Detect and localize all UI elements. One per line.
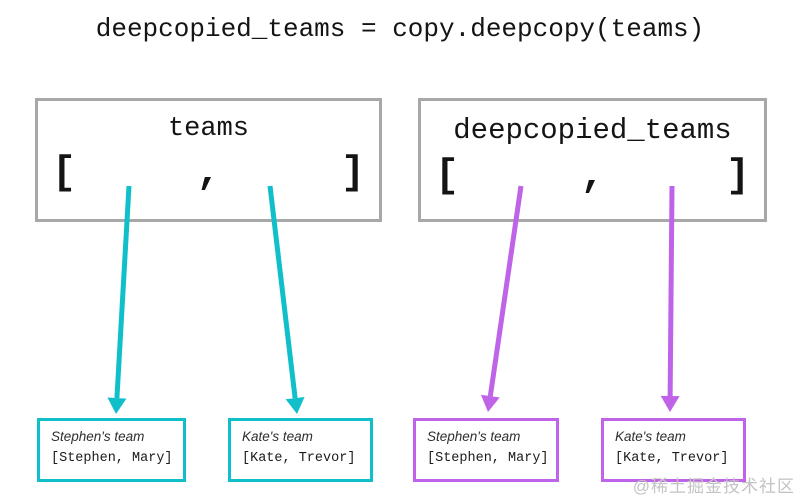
team-members-list: [Stephen, Mary] [427, 451, 549, 466]
teams-list-box: teams [ , ] [35, 98, 382, 222]
comma-separator: , [196, 151, 221, 196]
team-members-list: [Stephen, Mary] [51, 451, 173, 466]
open-bracket: [ [52, 151, 77, 196]
team-members-list: [Kate, Trevor] [242, 451, 356, 466]
team-label: Kate's team [242, 429, 313, 444]
team-label: Stephen's team [427, 429, 521, 444]
open-bracket: [ [435, 154, 460, 199]
team-members-list: [Kate, Trevor] [615, 451, 729, 466]
deepcopied-teams-list-box: deepcopied_teams [ , ] [418, 98, 767, 222]
original-kates-team-box: Kate's team [Kate, Trevor] [228, 418, 373, 482]
deepcopied-teams-list-label: deepcopied_teams [453, 114, 732, 147]
watermark: @稀土掘金技术社区 [632, 477, 795, 496]
team-label: Kate's team [615, 429, 686, 444]
comma-separator: , [580, 154, 605, 199]
original-stephens-team-box: Stephen's team [Stephen, Mary] [37, 418, 186, 482]
deepcopied-teams-list-brackets: [ , ] [421, 157, 764, 197]
close-bracket: ] [340, 151, 365, 196]
teams-list-label: teams [167, 114, 249, 144]
copied-kates-team-box: Kate's team [Kate, Trevor] [601, 418, 746, 482]
team-label: Stephen's team [51, 429, 145, 444]
copied-stephens-team-box: Stephen's team [Stephen, Mary] [413, 418, 559, 482]
code-statement: deepcopied_teams = copy.deepcopy(teams) [95, 14, 705, 44]
teams-list-brackets: [ , ] [38, 154, 379, 194]
close-bracket: ] [725, 154, 750, 199]
